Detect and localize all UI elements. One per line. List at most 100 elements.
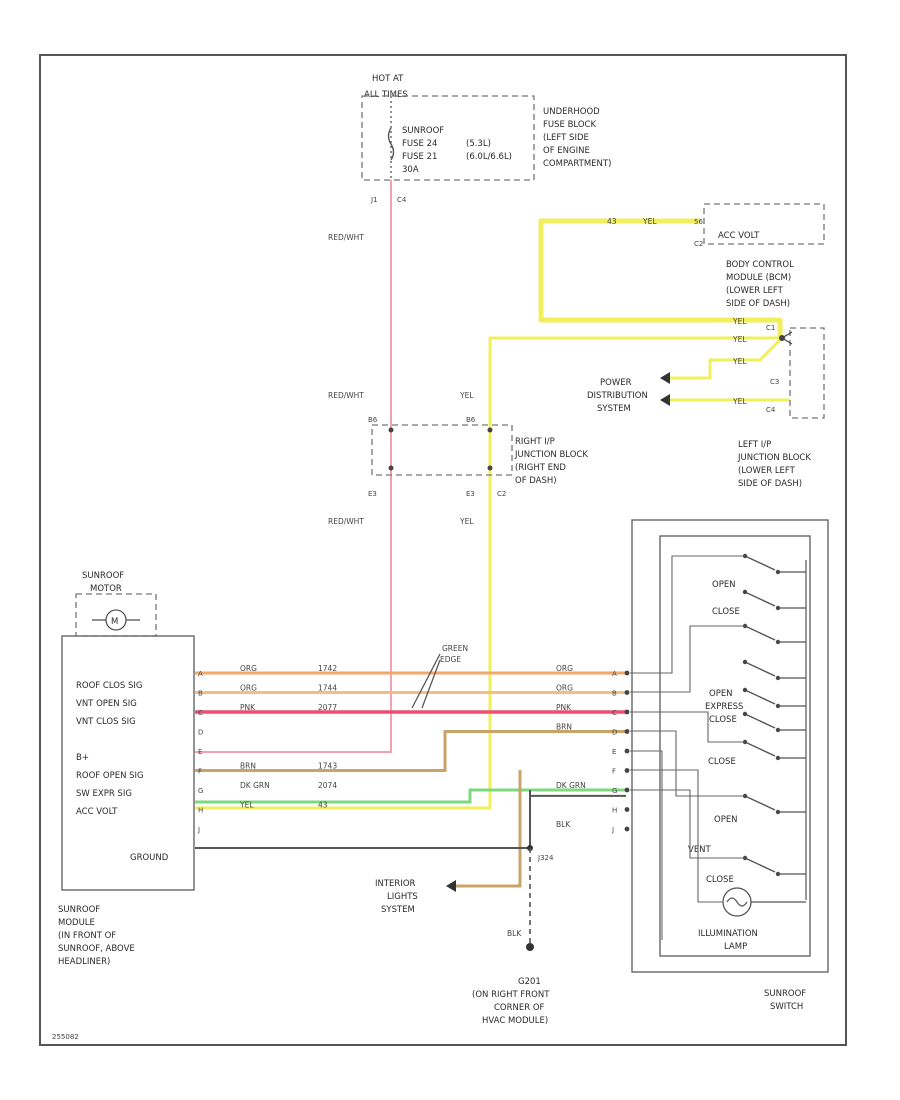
yel-label: YEL	[732, 397, 747, 406]
switch-terminal	[624, 729, 630, 734]
left-ip-pin: C1	[766, 324, 775, 332]
module-signal: ACC VOLT	[76, 807, 118, 817]
module-pin: F	[198, 768, 202, 776]
right-ip-pin: C2	[497, 490, 506, 498]
right-ip-terminal	[388, 465, 394, 471]
fuse-pin: J1	[370, 196, 378, 204]
left-ip-connector	[781, 331, 793, 345]
bcm-pin: C2	[694, 240, 703, 248]
switch-label-open: OPEN	[712, 580, 736, 590]
wire-circuit-label: 1742	[318, 664, 337, 673]
module-location: SUNROOF, ABOVE	[58, 944, 135, 954]
motor-symbol: M	[111, 617, 118, 627]
figure-id: 255082	[52, 1033, 79, 1041]
right-ip-terminal	[487, 465, 493, 471]
left-ip-location: JUNCTION BLOCK	[737, 453, 811, 463]
right-ip-location: JUNCTION BLOCK	[514, 450, 588, 460]
module-signal: B+	[76, 753, 89, 763]
left-ip-location: LEFT I/P	[738, 440, 771, 450]
switch-internal-wire	[630, 730, 745, 797]
ground-location: HVAC MODULE)	[482, 1016, 548, 1026]
module-pin: D	[198, 729, 203, 737]
wire-color-label: PNK	[240, 703, 256, 712]
interior-lights-arrow	[446, 880, 456, 892]
bcm-location: MODULE (BCM)	[726, 273, 791, 283]
wire-color-label: YEL	[239, 801, 254, 810]
red-wht-power-wire	[195, 180, 392, 753]
green-edge-leader	[411, 653, 441, 709]
module-signal: VNT CLOS SIG	[76, 717, 136, 727]
switch-express: EXPRESS	[705, 702, 743, 712]
fuse-block-outline	[361, 95, 535, 181]
switch-contact	[744, 661, 776, 677]
switch-internal-wire	[630, 625, 745, 693]
switch-terminal	[624, 826, 630, 832]
switch-contact	[744, 689, 776, 705]
left-ip-location: SIDE OF DASH)	[738, 479, 802, 489]
yel-label: YEL	[642, 217, 657, 226]
switch-terminal	[624, 670, 630, 676]
switch-pin: J	[611, 826, 614, 834]
sunroof-switch: OPEN CLOSE OPEN EXPRESS CLOSE CLOSE OPEN…	[630, 519, 829, 1012]
yel-circuit-label: 43	[607, 217, 617, 226]
wire-color-label: BLK	[556, 820, 571, 829]
switch-label-vent: VENT	[688, 845, 712, 855]
fuse-pin: C4	[397, 196, 407, 204]
module-location: HEADLINER)	[58, 957, 110, 967]
switch-internal-wire	[630, 789, 745, 859]
lamp-filament-icon	[726, 897, 748, 907]
module-location: MODULE	[58, 918, 95, 928]
module-signal: SW EXPR SIG	[76, 789, 132, 799]
fuse-block-location: UNDERHOOD	[543, 107, 600, 117]
bcm-location: SIDE OF DASH)	[726, 299, 790, 309]
right-ip-terminal	[487, 427, 493, 433]
switch-contact	[744, 625, 776, 641]
switch-label-close: CLOSE	[706, 875, 734, 885]
switch-terminal	[624, 690, 630, 695]
power-dist-arrow	[660, 394, 670, 406]
harness-wire	[195, 730, 626, 772]
hot-at-label: ALL TIMES	[364, 90, 408, 100]
switch-terminal	[624, 807, 630, 812]
right-ip-terminal	[388, 427, 394, 433]
wire-circuit-label: 2074	[318, 781, 337, 790]
wire-color-label: ORG	[556, 684, 573, 693]
bcm-acc-volt: ACC VOLT	[718, 231, 760, 241]
green-edge-note: GREEN EDGE	[411, 644, 468, 709]
brn-wht-wire	[454, 770, 522, 888]
wire-color-label: DK GRN	[556, 781, 586, 790]
switch-pin: A	[612, 670, 617, 678]
red-wht-label: RED/WHT	[328, 233, 364, 242]
wire-color-label: PNK	[556, 703, 572, 712]
fuse-block-location: OF ENGINE	[543, 146, 590, 156]
switch-outline	[631, 519, 829, 973]
switch-express: CLOSE	[709, 715, 737, 725]
module-pin: B	[198, 690, 203, 698]
fuse-icon	[387, 127, 395, 161]
green-edge-leader	[421, 659, 441, 709]
left-ip-block-outline	[789, 327, 825, 419]
ground-wire-label: BLK	[507, 929, 522, 938]
yel-acc-wire	[195, 336, 780, 810]
diagram-frame	[39, 54, 847, 1046]
bcm-pin: 56	[694, 218, 703, 226]
left-ip-junction-block: C1 C3 C4 LEFT I/P JUNCTION BLOCK (LOWER …	[737, 324, 825, 489]
switch-label-close: CLOSE	[712, 607, 740, 617]
left-ip-pin: C3	[770, 378, 779, 386]
fuse-block-location: (LEFT SIDE	[543, 133, 589, 143]
switch-terminal	[742, 687, 748, 693]
switch-contact	[744, 857, 776, 873]
module-pin: H	[198, 807, 203, 815]
wire-color-label: DK GRN	[240, 781, 270, 790]
switch-pin: G	[612, 787, 617, 795]
sunroof-module-outline	[61, 635, 195, 891]
switch-contact	[744, 741, 776, 757]
right-ip-pin: E3	[466, 490, 475, 498]
wire-color-label: ORG	[240, 664, 257, 673]
switch-internal-wire	[630, 750, 663, 940]
interior-lights-label: SYSTEM	[381, 905, 415, 915]
switch-terminal	[742, 589, 748, 595]
ground-location: (ON RIGHT FRONT	[472, 990, 550, 1000]
